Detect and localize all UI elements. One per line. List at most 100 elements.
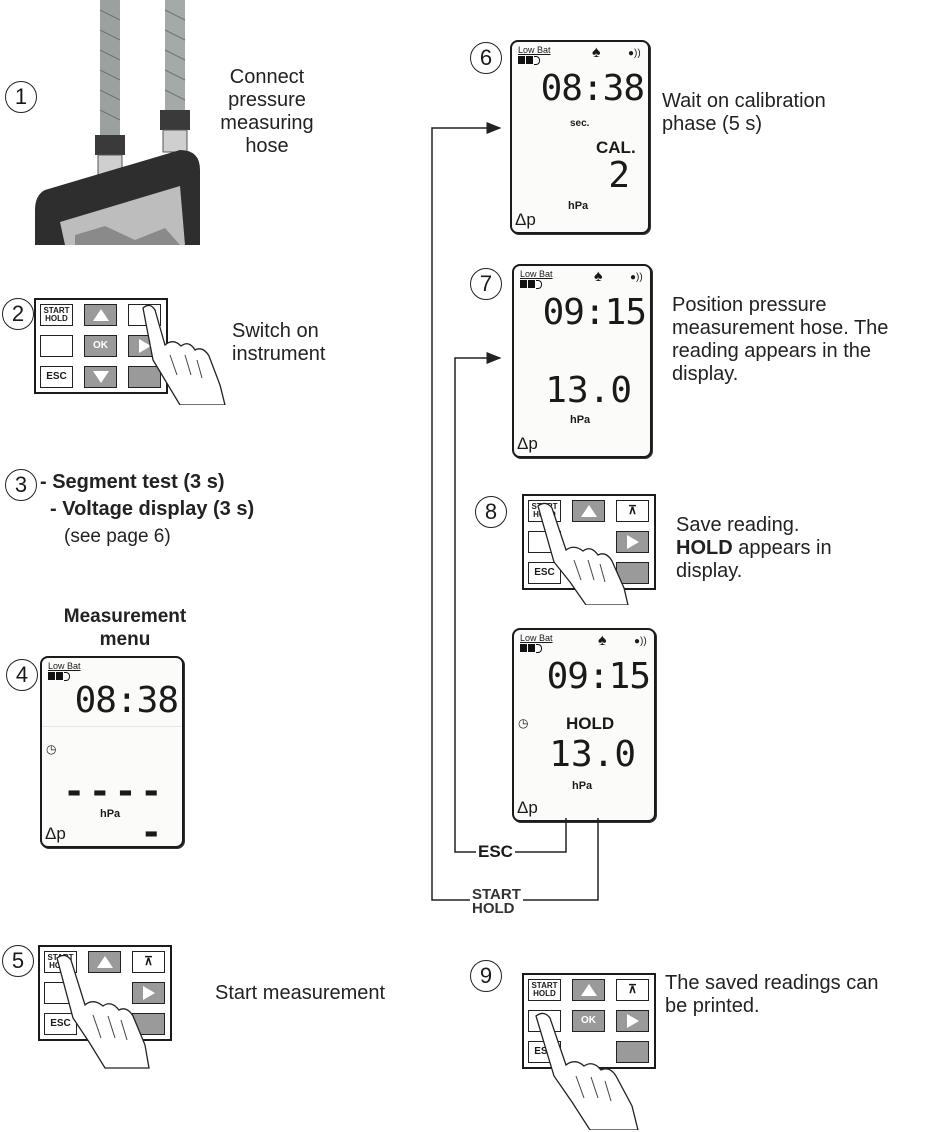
sound-icon: ●)) bbox=[634, 636, 647, 647]
step9-line: be printed. bbox=[665, 995, 760, 1017]
alarm-bell-icon: ♠ bbox=[598, 632, 607, 649]
step-number-5: 5 bbox=[2, 945, 34, 977]
power-key[interactable]: ⊼ bbox=[616, 500, 649, 522]
clock-time: 09:15 bbox=[542, 292, 647, 333]
battery-icon bbox=[520, 644, 542, 653]
step-number-3: 3 bbox=[5, 469, 37, 501]
reading-value: 13.0 bbox=[545, 370, 632, 411]
step7-line: reading appears in the bbox=[672, 340, 872, 362]
battery-icon bbox=[520, 280, 542, 289]
low-bat-label: Low Bat bbox=[48, 661, 81, 671]
right-key[interactable] bbox=[616, 531, 649, 553]
down-key[interactable] bbox=[84, 366, 117, 388]
reading-value: ----- bbox=[63, 771, 166, 848]
step2-text: Switch on instrument bbox=[232, 320, 325, 366]
calibration-label: CAL. bbox=[596, 138, 636, 157]
display-hold: Low Bat ♠ ●)) 09:15 ◷ HOLD 13.0 hPa Δp bbox=[512, 628, 656, 822]
seconds-label: sec. bbox=[570, 118, 590, 129]
low-bat-label: Low Bat bbox=[520, 269, 553, 279]
step6-line: phase (5 s) bbox=[662, 113, 763, 135]
alarm-bell-icon: ♠ bbox=[594, 268, 603, 285]
hold-label: HOLD bbox=[566, 714, 615, 733]
step8-line-rest: appears in bbox=[732, 537, 832, 559]
clock-time: 08:38 bbox=[540, 68, 645, 109]
display-step6: Low Bat ♠ ●)) 08:38 sec. CAL. 2 hPa Δp bbox=[510, 40, 650, 234]
pressing-hand-icon bbox=[56, 954, 150, 1069]
up-key[interactable] bbox=[572, 500, 605, 522]
unit-label: hPa bbox=[572, 780, 593, 792]
low-bat-label: Low Bat bbox=[518, 45, 551, 55]
step3-line-1: - Segment test (3 s) bbox=[40, 471, 225, 493]
ok-key[interactable]: OK bbox=[84, 335, 117, 357]
clock-icon: ◷ bbox=[46, 742, 57, 756]
step1-line: hose bbox=[245, 135, 289, 157]
up-key[interactable] bbox=[572, 979, 605, 1001]
step4-heading: Measurement menu bbox=[50, 605, 200, 651]
sound-icon: ●)) bbox=[628, 48, 641, 59]
mode-label: Δp bbox=[517, 434, 538, 453]
sound-icon: ●)) bbox=[630, 272, 643, 283]
low-bat-label: Low Bat bbox=[520, 633, 553, 643]
step-number-8: 8 bbox=[475, 496, 507, 528]
step1-line: measuring bbox=[220, 112, 314, 134]
step6-line: Wait on calibration bbox=[662, 90, 826, 112]
print-key[interactable] bbox=[40, 335, 73, 357]
step2-line: instrument bbox=[232, 343, 326, 365]
right-key[interactable] bbox=[132, 982, 165, 1004]
device-illustration bbox=[35, 0, 200, 245]
flow-hold: HOLD bbox=[472, 900, 515, 917]
step1-line: pressure bbox=[228, 89, 306, 111]
alarm-bell-icon: ♠ bbox=[592, 44, 601, 61]
countdown-value: 2 bbox=[608, 155, 630, 196]
pump-key[interactable] bbox=[616, 1041, 649, 1063]
esc-key[interactable]: ESC bbox=[528, 562, 561, 584]
battery-icon bbox=[48, 672, 70, 681]
hold-bold: HOLD bbox=[676, 537, 733, 559]
up-key[interactable] bbox=[84, 304, 117, 326]
step4-heading-line: Measurement bbox=[63, 606, 187, 627]
esc-key[interactable]: ESC bbox=[40, 366, 73, 388]
up-key[interactable] bbox=[88, 951, 121, 973]
start-hold-flow-label: START HOLD bbox=[470, 886, 523, 917]
clock-time: 08:38 bbox=[74, 680, 179, 721]
reading-value: 13.0 bbox=[549, 734, 636, 775]
step7-text: Position pressure measurement hose. The … bbox=[672, 294, 888, 386]
power-key[interactable]: ⊼ bbox=[132, 951, 165, 973]
step-number-7: 7 bbox=[470, 268, 502, 300]
step6-text: Wait on calibration phase (5 s) bbox=[662, 90, 826, 136]
unit-label: hPa bbox=[100, 808, 121, 820]
right-key[interactable] bbox=[616, 1010, 649, 1032]
step4-heading-line: menu bbox=[99, 629, 151, 650]
step8-line: display. bbox=[676, 560, 743, 582]
clock-icon: ◷ bbox=[518, 716, 529, 730]
step2-line: Switch on bbox=[232, 320, 319, 342]
step1-text: Connect pressure measuring hose bbox=[212, 66, 322, 158]
step7-line: measurement hose. The bbox=[672, 317, 889, 339]
esc-key[interactable]: ESC bbox=[44, 1013, 77, 1035]
pressing-hand-icon bbox=[142, 304, 226, 405]
mode-label: Δp bbox=[517, 798, 538, 817]
step-number-9: 9 bbox=[470, 960, 502, 992]
mode-label: Δp bbox=[515, 210, 536, 229]
unit-label: hPa bbox=[568, 200, 589, 212]
ok-key[interactable]: OK bbox=[572, 1010, 605, 1032]
step-number-4: 4 bbox=[6, 659, 38, 691]
power-key[interactable]: ⊼ bbox=[616, 979, 649, 1001]
step3-line-2: - Voltage display (3 s) bbox=[50, 498, 255, 520]
step7-line: display. bbox=[672, 363, 739, 385]
pressing-hand-icon bbox=[537, 502, 629, 605]
clock-time: 09:15 bbox=[546, 656, 651, 697]
pump-key[interactable] bbox=[128, 366, 161, 388]
step3-note: (see page 6) bbox=[64, 526, 171, 547]
step9-text: The saved readings can be printed. bbox=[665, 972, 878, 1018]
step7-line: Position pressure bbox=[672, 294, 827, 316]
flow-start: START bbox=[472, 886, 521, 903]
step8-text: Save reading. HOLD appears in display. bbox=[676, 514, 832, 583]
unit-label: hPa bbox=[570, 414, 591, 426]
step-number-6: 6 bbox=[470, 42, 502, 74]
display-step7: Low Bat ♠ ●)) 09:15 13.0 hPa Δp bbox=[512, 264, 652, 458]
display-step4: Low Bat 08:38 ◷ ----- hPa Δp bbox=[40, 656, 184, 848]
